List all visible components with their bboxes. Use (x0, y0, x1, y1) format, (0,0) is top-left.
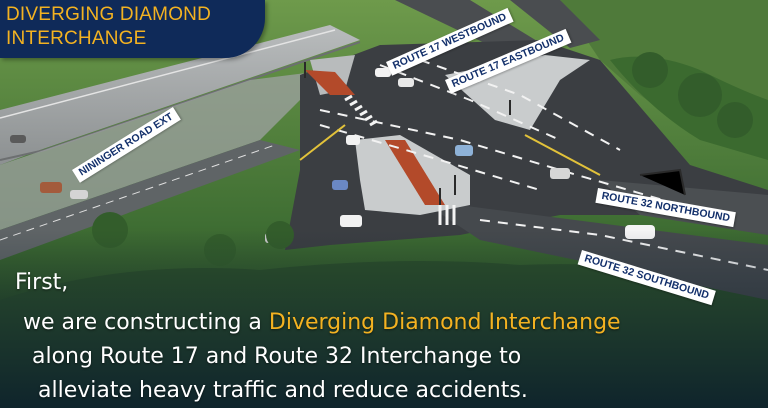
title-line-2: INTERCHANGE (6, 28, 147, 49)
caption-line-2-text: we are constructing a (23, 310, 269, 335)
caption-line-3: along Route 17 and Route 32 Interchange … (32, 344, 522, 369)
title-line-1: DIVERGING DIAMOND (6, 4, 212, 25)
caption-highlight: Diverging Diamond Interchange (268, 310, 621, 335)
caption-line-1: First, (15, 270, 69, 295)
caption-line-2: we are constructing a Diverging Diamond … (23, 310, 621, 336)
title-badge: DIVERGING DIAMOND INTERCHANGE (0, 0, 265, 58)
caption-line-4: alleviate heavy traffic and reduce accid… (38, 378, 528, 403)
